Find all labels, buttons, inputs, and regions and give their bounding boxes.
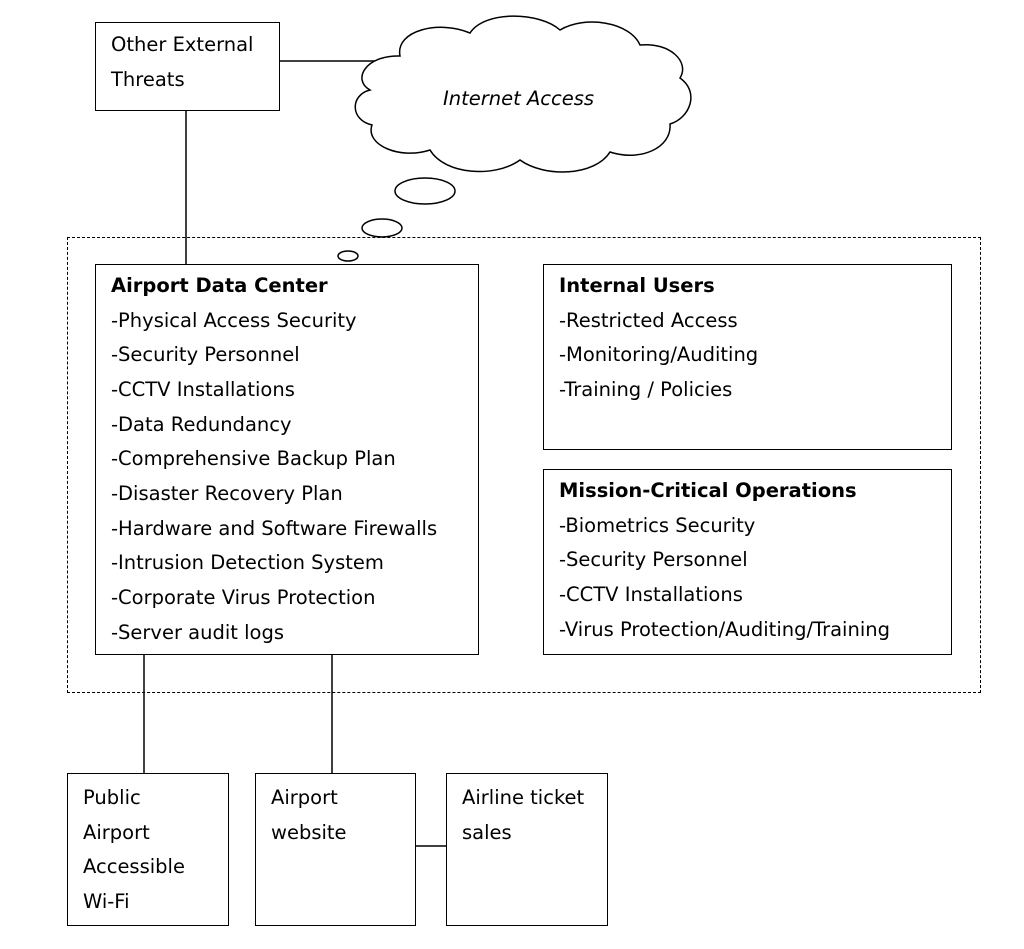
- data-center-item: -Security Personnel: [111, 343, 300, 366]
- data-center-item: -Corporate Virus Protection: [111, 586, 376, 609]
- public-wifi-box: Public Airport Accessible Wi-Fi: [67, 773, 229, 926]
- public-wifi-line-4: Wi-Fi: [83, 890, 130, 913]
- cloud-bubble-medium: [361, 218, 403, 238]
- data-center-item: -Disaster Recovery Plan: [111, 482, 343, 505]
- public-wifi-line-1: Public: [83, 786, 141, 809]
- mission-critical-item: -Security Personnel: [559, 548, 748, 571]
- internal-users-box: Internal Users -Restricted Access -Monit…: [543, 264, 952, 450]
- cloud-bubble-small: [337, 250, 359, 262]
- cloud-shape: [354, 15, 692, 173]
- external-threats-line-2: Threats: [111, 68, 185, 91]
- airport-website-box: Airport website: [255, 773, 416, 926]
- data-center-item: -Server audit logs: [111, 621, 285, 644]
- data-center-item: -CCTV Installations: [111, 378, 295, 401]
- external-threats-box: Other External Threats: [95, 22, 280, 111]
- data-center-item: -Comprehensive Backup Plan: [111, 447, 396, 470]
- internal-boundary: [67, 237, 981, 693]
- public-wifi-line-3: Accessible: [83, 855, 185, 878]
- mission-critical-item: -Biometrics Security: [559, 514, 756, 537]
- internal-users-title: Internal Users: [559, 274, 715, 297]
- data-center-item: -Hardware and Software Firewalls: [111, 517, 438, 540]
- cloud-bubble-large: [394, 177, 456, 205]
- public-wifi-line-2: Airport: [83, 821, 150, 844]
- ticket-sales-line-1: Airline ticket: [462, 786, 585, 809]
- data-center-title: Airport Data Center: [111, 274, 328, 297]
- ticket-sales-line-2: sales: [462, 821, 512, 844]
- internal-users-item: -Monitoring/Auditing: [559, 343, 759, 366]
- mission-critical-item: -CCTV Installations: [559, 583, 743, 606]
- internal-users-item: -Training / Policies: [559, 378, 733, 401]
- mission-critical-item: -Virus Protection/Auditing/Training: [559, 618, 890, 641]
- data-center-item: -Intrusion Detection System: [111, 551, 384, 574]
- data-center-item: -Data Redundancy: [111, 413, 292, 436]
- cloud-label: Internet Access: [443, 87, 595, 110]
- mission-critical-box: Mission-Critical Operations -Biometrics …: [543, 469, 952, 655]
- external-threats-line-1: Other External: [111, 33, 254, 56]
- ticket-sales-box: Airline ticket sales: [446, 773, 608, 926]
- internal-users-item: -Restricted Access: [559, 309, 738, 332]
- airport-website-line-2: website: [271, 821, 347, 844]
- airport-website-line-1: Airport: [271, 786, 338, 809]
- mission-critical-title: Mission-Critical Operations: [559, 479, 857, 502]
- data-center-box: Airport Data Center -Physical Access Sec…: [95, 264, 479, 655]
- data-center-item: -Physical Access Security: [111, 309, 357, 332]
